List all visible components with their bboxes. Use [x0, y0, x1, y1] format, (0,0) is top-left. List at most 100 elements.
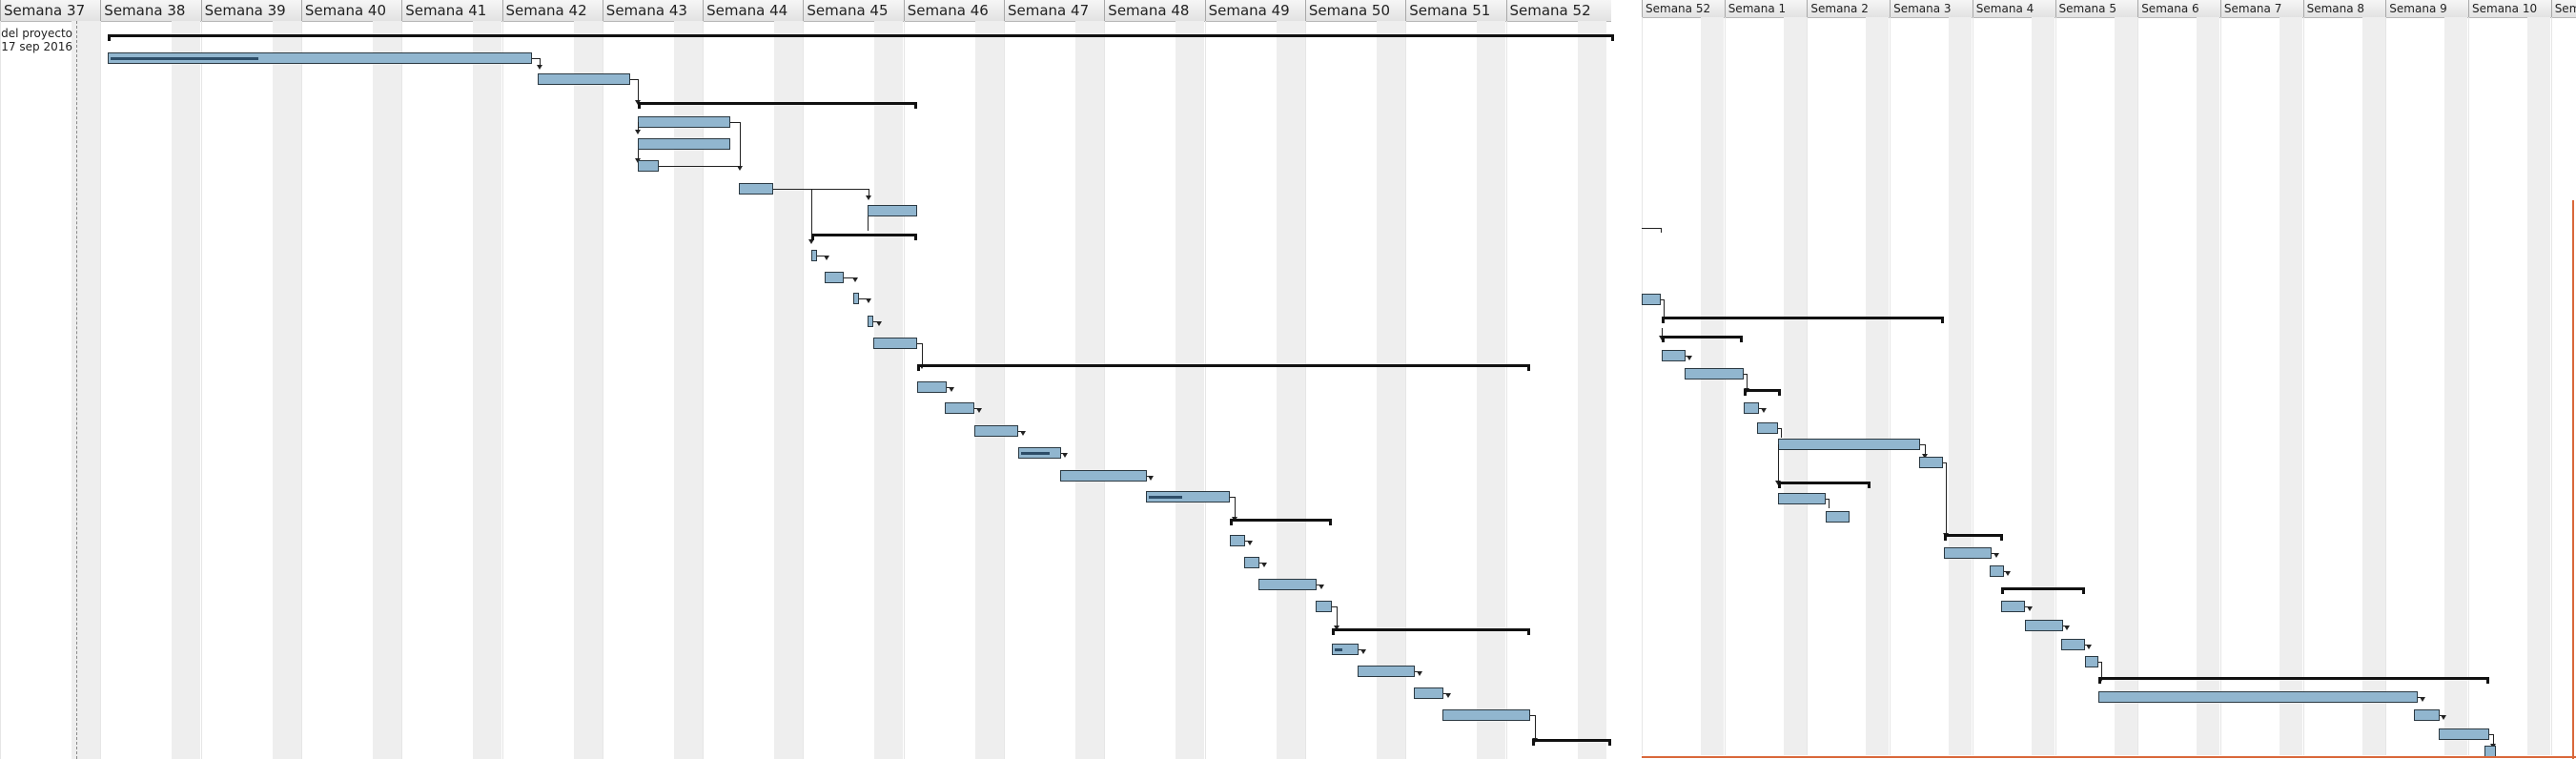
- dependency-line: [1642, 228, 1661, 229]
- task-bar[interactable]: [739, 183, 773, 195]
- summary-task[interactable]: [1532, 739, 1611, 749]
- summary-task[interactable]: [1662, 336, 1743, 345]
- task-bar[interactable]: [1060, 470, 1147, 482]
- task-bar[interactable]: [1944, 547, 1992, 559]
- dependency-line: [1661, 228, 1662, 233]
- task-progress: [111, 57, 258, 60]
- weekend-shade: [372, 21, 401, 759]
- dependency-line: [630, 79, 638, 80]
- summary-task[interactable]: [2001, 587, 2085, 597]
- dependency-line: [844, 277, 855, 278]
- task-bar[interactable]: [2098, 691, 2418, 703]
- summary-task[interactable]: [1332, 628, 1530, 638]
- week-gridline: [1104, 21, 1106, 759]
- task-bar[interactable]: [2414, 709, 2440, 721]
- task-bar[interactable]: [638, 138, 730, 150]
- week-gridline: [2468, 17, 2469, 755]
- task-bar[interactable]: [1018, 447, 1061, 459]
- task-bar[interactable]: [1778, 493, 1826, 504]
- dependency-line: [1662, 328, 1663, 338]
- dependency-arrow: [2420, 697, 2425, 702]
- task-bar[interactable]: [1662, 350, 1686, 361]
- weekend-shade: [2361, 17, 2385, 755]
- task-bar[interactable]: [1146, 491, 1230, 503]
- week-gridline: [2219, 17, 2221, 755]
- task-bar[interactable]: [868, 205, 917, 216]
- dependency-arrow: [537, 65, 542, 70]
- task-bar[interactable]: [825, 272, 844, 283]
- task-bar[interactable]: [1685, 368, 1744, 380]
- summary-task[interactable]: [638, 102, 917, 112]
- summary-task[interactable]: [917, 364, 1530, 374]
- task-bar[interactable]: [2439, 728, 2489, 740]
- dependency-arrow: [2064, 626, 2070, 630]
- summary-task[interactable]: [1944, 534, 2003, 544]
- task-bar[interactable]: [1332, 644, 1359, 655]
- summary-task[interactable]: [1778, 482, 1871, 491]
- task-bar[interactable]: [2025, 620, 2063, 631]
- weekend-shade: [1783, 17, 1807, 755]
- task-bar[interactable]: [638, 116, 730, 128]
- task-bar[interactable]: [2061, 639, 2085, 650]
- week-gridline: [501, 21, 503, 759]
- dependency-arrow: [1148, 476, 1154, 481]
- task-bar[interactable]: [2085, 656, 2098, 667]
- task-bar[interactable]: [538, 73, 630, 85]
- task-bar[interactable]: [1778, 439, 1920, 450]
- summary-task[interactable]: [811, 234, 917, 243]
- task-bar[interactable]: [1826, 511, 1850, 523]
- task-bar[interactable]: [2001, 601, 2025, 612]
- dependency-arrow: [737, 166, 743, 171]
- task-bar[interactable]: [1358, 666, 1415, 677]
- summary-task[interactable]: [2098, 677, 2489, 687]
- task-bar[interactable]: [638, 160, 659, 172]
- summary-task[interactable]: [1230, 519, 1332, 528]
- summary-task[interactable]: [1662, 317, 1944, 326]
- week-gridline: [401, 21, 403, 759]
- dependency-arrow: [824, 256, 829, 260]
- task-bar[interactable]: [1230, 535, 1245, 546]
- dependency-arrow: [1360, 649, 1366, 654]
- summary-project[interactable]: [108, 34, 1614, 44]
- task-bar[interactable]: [1642, 294, 1661, 305]
- weekend-shade: [1075, 21, 1104, 759]
- week-gridline: [1807, 17, 1809, 755]
- dependency-line: [638, 122, 639, 132]
- task-bar[interactable]: [974, 425, 1018, 437]
- dependency-line: [740, 122, 741, 169]
- task-bar[interactable]: [873, 338, 917, 349]
- dependency-arrow: [2441, 715, 2446, 720]
- week-gridline: [2055, 17, 2056, 755]
- weekend-shade: [172, 21, 201, 759]
- task-bar[interactable]: [853, 293, 859, 304]
- dependency-line: [638, 150, 639, 159]
- dependency-line: [859, 298, 869, 299]
- week-label: Semana 7: [2219, 0, 2303, 17]
- dependency-arrow: [1922, 454, 1928, 459]
- dependency-arrow: [635, 130, 641, 134]
- task-bar[interactable]: [1258, 579, 1317, 590]
- week-gridline: [1890, 17, 1891, 755]
- task-bar[interactable]: [1744, 402, 1759, 414]
- task-bar[interactable]: [945, 402, 974, 414]
- task-bar[interactable]: [868, 316, 873, 327]
- dependency-line: [659, 166, 740, 167]
- task-progress: [1335, 648, 1342, 651]
- task-bar[interactable]: [917, 381, 947, 393]
- task-bar[interactable]: [811, 250, 817, 261]
- week-gridline: [1642, 17, 1643, 755]
- week-gridline: [1405, 21, 1407, 759]
- task-bar[interactable]: [1442, 709, 1530, 721]
- summary-task[interactable]: [1744, 389, 1781, 399]
- task-bar[interactable]: [1990, 565, 2004, 577]
- task-progress: [1021, 452, 1050, 455]
- week-label: Semana 2: [1807, 0, 1890, 17]
- task-bar[interactable]: [1316, 601, 1332, 612]
- task-bar[interactable]: [1919, 457, 1943, 468]
- task-bar[interactable]: [108, 52, 532, 64]
- task-bar[interactable]: [1244, 557, 1259, 568]
- task-bar[interactable]: [1414, 687, 1443, 699]
- task-bar[interactable]: [1757, 422, 1778, 434]
